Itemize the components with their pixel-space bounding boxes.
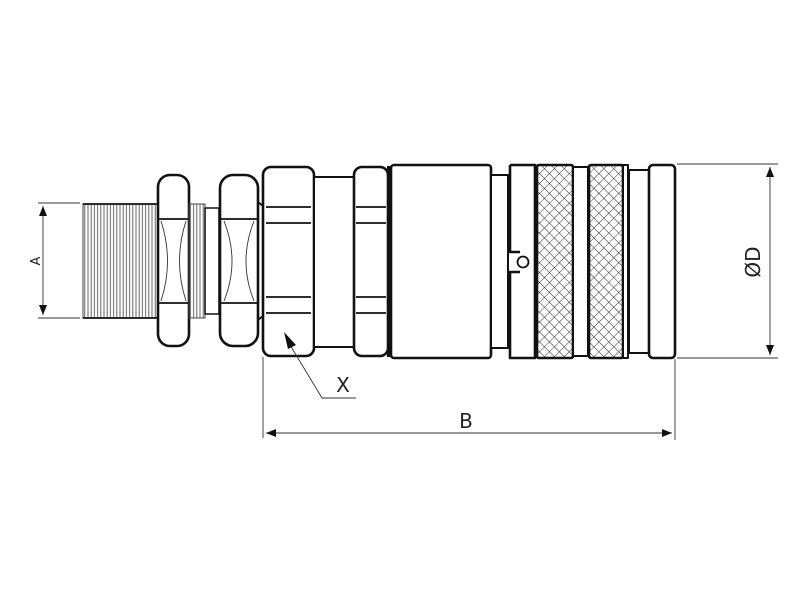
lock-nut-1: [156, 173, 191, 348]
sleeve-neck: [628, 169, 650, 354]
locking-pin: [516, 255, 530, 269]
knurled-ring-1: [535, 163, 575, 360]
neck: [204, 207, 220, 315]
dimension-d: [677, 163, 778, 359]
dimension-a: [38, 202, 80, 319]
knurled-ring-2: [587, 163, 625, 360]
sleeve-gap: [572, 166, 589, 357]
lock-nut-2: [218, 173, 260, 348]
body-neck: [490, 174, 509, 349]
hex-body-3: [352, 165, 390, 358]
dimension-b: [262, 357, 676, 440]
leader-x-label: X: [336, 373, 350, 397]
dimension-a-label: A: [29, 256, 44, 265]
locking-sleeve: [508, 163, 537, 360]
body-sleeve: [313, 176, 355, 348]
hex-body-x: [261, 165, 316, 358]
dimension-b-label: B: [459, 409, 473, 433]
sleeve-rim: [622, 164, 629, 359]
end-ring: [647, 163, 677, 360]
leader-x: [284, 332, 356, 399]
threaded-end: [82, 203, 160, 319]
dimension-d-label: ØD: [741, 246, 765, 277]
main-body: [389, 163, 493, 360]
short-thread: [188, 203, 206, 319]
